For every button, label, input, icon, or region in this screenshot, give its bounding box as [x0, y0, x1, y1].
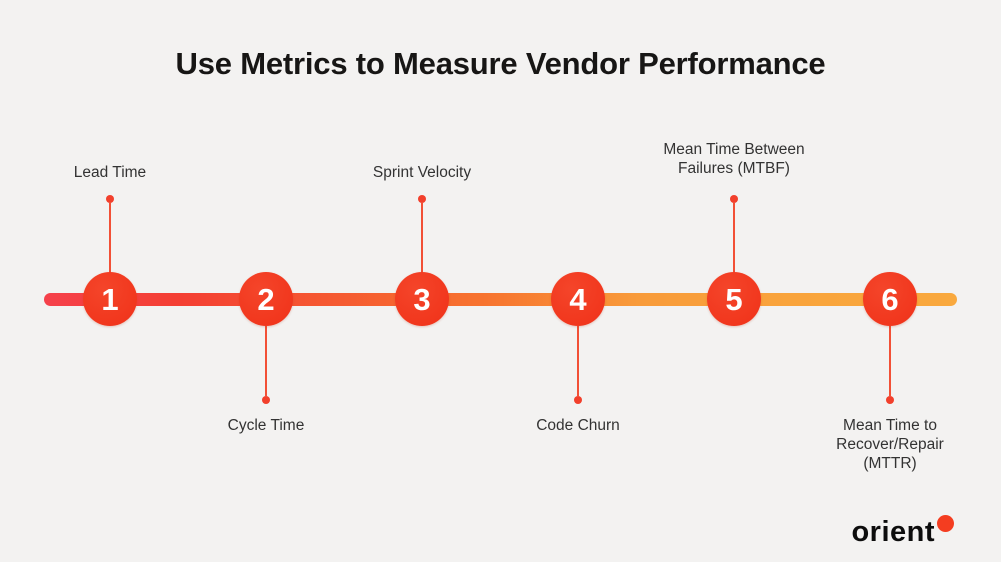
connector-above-3: [418, 195, 426, 273]
milestone-number-4: 4: [569, 281, 587, 317]
connector-dot: [730, 195, 738, 203]
logo-dot-icon: [937, 515, 954, 532]
milestone-circle-6: 6: [863, 272, 917, 326]
connector-dot: [106, 195, 114, 203]
connector-below-6: [886, 326, 894, 404]
connector-line: [889, 326, 891, 396]
milestone-label-5: Mean Time Between Failures (MTBF): [663, 141, 805, 177]
milestone-label-6: Mean Time to Recover/Repair (MTTR): [836, 417, 944, 472]
connector-dot: [886, 396, 894, 404]
milestone-circle-5: 5: [707, 272, 761, 326]
connector-line: [265, 326, 267, 396]
connector-line: [109, 203, 111, 273]
connector-dot: [262, 396, 270, 404]
milestone-label-2: Cycle Time: [227, 417, 305, 434]
logo-wordmark: orient: [851, 516, 935, 548]
connector-line: [577, 326, 579, 396]
milestone-number-6: 6: [881, 281, 899, 317]
milestone-circle-2: 2: [239, 272, 293, 326]
milestone-number-1: 1: [101, 281, 119, 317]
connector-line: [733, 203, 735, 273]
milestone-number-2: 2: [257, 281, 275, 317]
milestone-label-3: Sprint Velocity: [372, 164, 472, 181]
connector-below-4: [574, 326, 582, 404]
orient-logo: orient: [851, 515, 954, 548]
milestone-circle-3: 3: [395, 272, 449, 326]
connector-above-5: [730, 195, 738, 273]
timeline-bar: [44, 293, 957, 306]
connector-below-2: [262, 326, 270, 404]
page-title: Use Metrics to Measure Vendor Performanc…: [175, 46, 826, 81]
milestone-circle-1: 1: [83, 272, 137, 326]
connector-line: [421, 203, 423, 273]
connector-above-1: [106, 195, 114, 273]
milestone-number-5: 5: [725, 281, 743, 317]
milestone-label-4: Code Churn: [536, 417, 620, 434]
milestone-circle-4: 4: [551, 272, 605, 326]
milestone-label-1: Lead Time: [73, 164, 147, 181]
connector-dot: [574, 396, 582, 404]
milestone-number-3: 3: [413, 281, 431, 317]
connector-dot: [418, 195, 426, 203]
